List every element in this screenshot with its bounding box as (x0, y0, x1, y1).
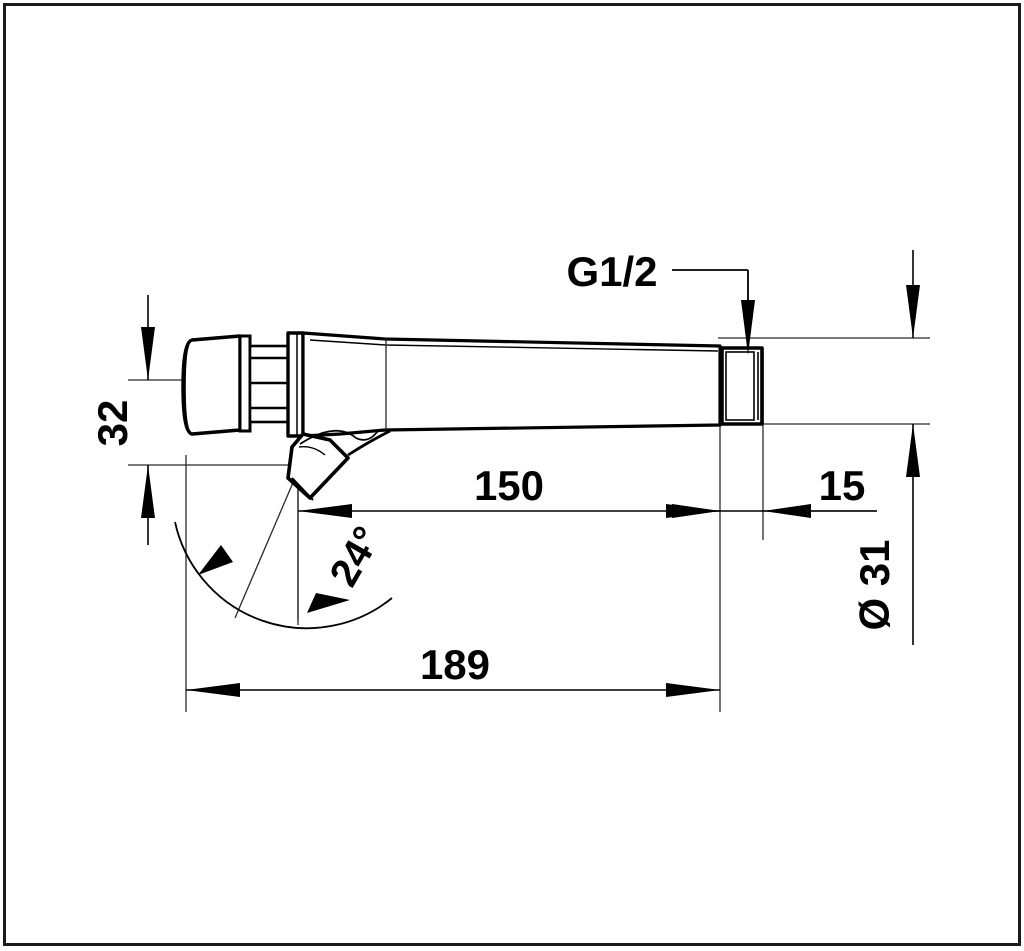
dim-diameter-31-label: Ø 31 (851, 539, 898, 630)
dim-150-arrow-left (298, 504, 352, 518)
dim-diam-arrow-top (906, 285, 920, 338)
faucet-body-group (181, 331, 764, 501)
angle-arc (174, 521, 393, 630)
dim-189-label: 189 (420, 641, 490, 688)
dimension-189-group: 189 (186, 641, 720, 697)
dim-189-arrow-left (186, 683, 240, 697)
spout-inner-curve (298, 445, 326, 456)
dim-32-label: 32 (89, 400, 136, 447)
angle-arc-arrow-right (307, 593, 350, 613)
callout-g12-label: G1/2 (566, 248, 657, 295)
dimension-15-group: 15 (672, 462, 877, 518)
handle-flange (238, 334, 252, 433)
spout-rim-edge (291, 477, 314, 501)
dimension-150-group: 150 (298, 462, 720, 518)
angle-arc-arrow-left (198, 545, 233, 575)
dim-15-arrow-right (763, 504, 811, 518)
body-collar (286, 331, 305, 438)
dim-32-arrow-top (141, 327, 155, 380)
handle-cap-inner-curve (184, 339, 193, 435)
drawing-frame-border (3, 3, 1021, 946)
main-body-tube (301, 331, 722, 438)
dim-15-arrow-left (672, 504, 720, 518)
dimension-diameter-31-group: Ø 31 (851, 250, 920, 645)
handle-cap (181, 334, 242, 436)
callout-g12-arrow (741, 300, 755, 355)
dim-150-label: 150 (474, 462, 544, 509)
thread-connector-inner (725, 351, 755, 421)
spout-blend-curve (299, 429, 379, 445)
callout-g12-group: G1/2 (566, 248, 755, 355)
body-underside-fillet (347, 429, 391, 457)
dimension-32-group: 32 (89, 295, 155, 545)
dim-diam-arrow-bottom (906, 424, 920, 477)
dim-189-arrow-right (666, 683, 720, 697)
dim-15-label: 15 (819, 462, 866, 509)
dim-32-arrow-bottom (141, 465, 155, 518)
